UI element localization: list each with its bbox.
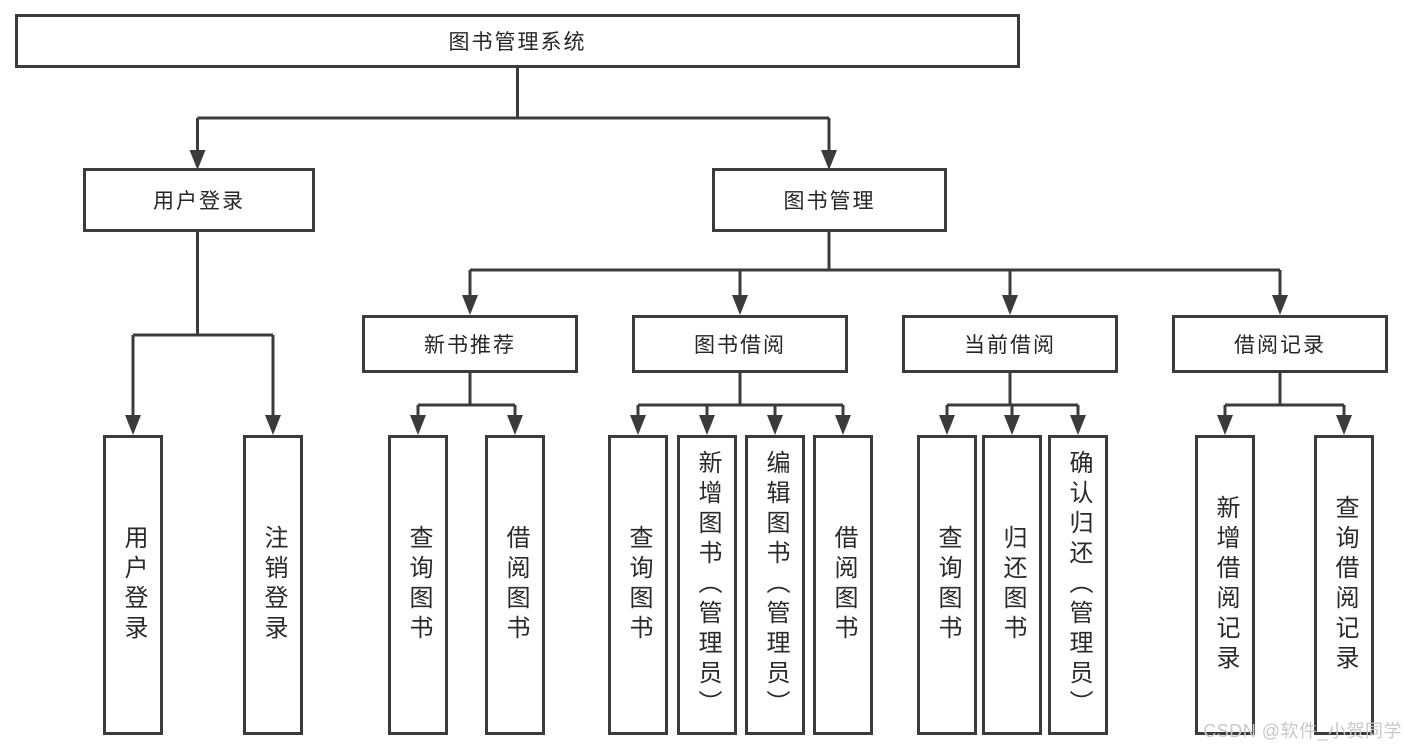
leaf-current-confirm-return-admin: 确认归还（管理员） <box>1048 435 1108 735</box>
leaf-borrow-borrow-books-label: 借阅图书 <box>830 525 857 645</box>
leaf-records-query-record: 查询借阅记录 <box>1314 435 1374 735</box>
leaf-records-query-record-label: 查询借阅记录 <box>1331 495 1358 675</box>
leaf-borrow-add-books-admin-label: 新增图书（管理员） <box>694 450 721 720</box>
node-book-management-label: 图书管理 <box>783 190 876 213</box>
leaf-current-query-books: 查询图书 <box>917 435 977 735</box>
leaf-logout: 注销登录 <box>243 435 303 735</box>
leaf-recommend-query-books: 查询图书 <box>388 435 448 735</box>
leaf-current-return-books: 归还图书 <box>982 435 1042 735</box>
leaf-recommend-query-books-label: 查询图书 <box>405 525 432 645</box>
leaf-recommend-borrow-books-label: 借阅图书 <box>502 525 529 645</box>
node-root-label: 图书管理系统 <box>448 31 587 54</box>
leaf-records-add-record: 新增借阅记录 <box>1195 435 1255 735</box>
leaf-current-confirm-return-admin-label: 确认归还（管理员） <box>1065 450 1092 720</box>
leaf-borrow-edit-books-admin: 编辑图书（管理员） <box>745 435 805 735</box>
node-new-book-recommend: 新书推荐 <box>362 315 578 373</box>
leaf-logout-label: 注销登录 <box>260 525 287 645</box>
leaf-borrow-borrow-books: 借阅图书 <box>813 435 873 735</box>
leaf-borrow-edit-books-admin-label: 编辑图书（管理员） <box>762 450 789 720</box>
node-borrow-records-label: 借阅记录 <box>1234 334 1326 357</box>
node-book-management: 图书管理 <box>712 168 947 232</box>
leaf-records-add-record-label: 新增借阅记录 <box>1212 495 1239 675</box>
leaf-borrow-add-books-admin: 新增图书（管理员） <box>677 435 737 735</box>
leaf-recommend-borrow-books: 借阅图书 <box>485 435 545 735</box>
leaf-borrow-query-books: 查询图书 <box>608 435 668 735</box>
node-borrow-records: 借阅记录 <box>1172 315 1388 373</box>
leaf-current-return-books-label: 归还图书 <box>999 525 1026 645</box>
leaf-borrow-query-books-label: 查询图书 <box>625 525 652 645</box>
node-book-borrow: 图书借阅 <box>632 315 848 373</box>
node-current-borrow: 当前借阅 <box>902 315 1118 373</box>
node-current-borrow-label: 当前借阅 <box>964 334 1056 357</box>
node-new-book-recommend-label: 新书推荐 <box>424 334 516 357</box>
node-user-login-label: 用户登录 <box>153 190 245 213</box>
leaf-user-login: 用户登录 <box>103 435 163 735</box>
node-book-borrow-label: 图书借阅 <box>694 334 786 357</box>
node-root: 图书管理系统 <box>15 14 1020 68</box>
leaf-user-login-label: 用户登录 <box>120 525 147 645</box>
arrowhead-icons <box>125 150 1352 435</box>
node-user-login: 用户登录 <box>83 168 315 232</box>
csdn-watermark: CSDN @软件_小贺同学 <box>1203 721 1402 741</box>
leaf-current-query-books-label: 查询图书 <box>934 525 961 645</box>
